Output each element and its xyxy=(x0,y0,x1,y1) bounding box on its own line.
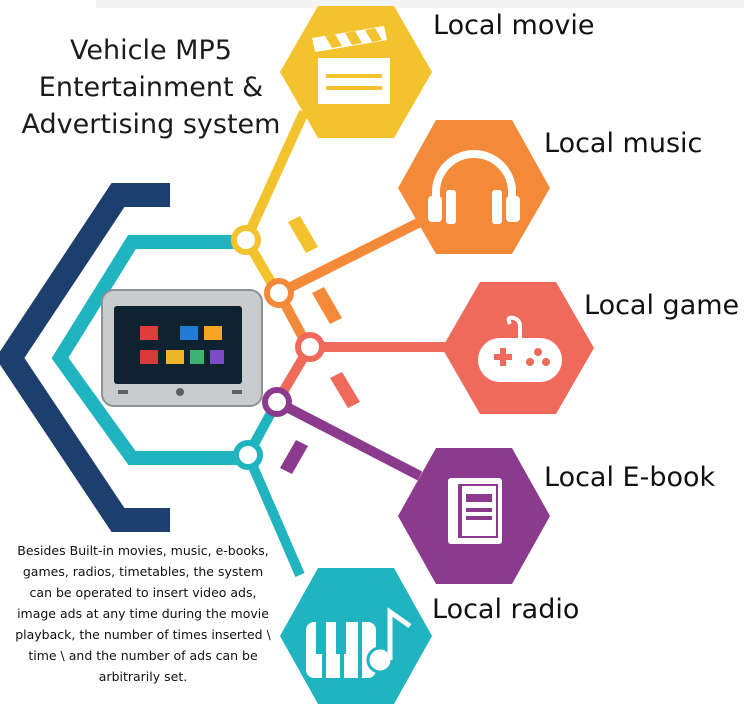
book-icon xyxy=(448,478,502,544)
label-local-radio: Local radio xyxy=(432,594,580,625)
device-tile-timetable xyxy=(190,350,204,364)
navy-chevron xyxy=(0,183,170,532)
connector-radio xyxy=(243,453,305,577)
node-music xyxy=(264,278,294,308)
description-text: Besides Built-in movies, music, e-books,… xyxy=(15,543,271,684)
connector-music xyxy=(276,217,423,298)
title-line-2: Entertainment & xyxy=(38,72,264,103)
node-radio xyxy=(233,440,263,470)
accent-block-orange xyxy=(312,287,342,324)
device-tile-ebook xyxy=(204,326,222,340)
headphones-icon xyxy=(428,150,520,224)
gamepad-icon xyxy=(478,315,562,382)
accent-block-red xyxy=(330,372,360,408)
title-line-1: Vehicle MP5 xyxy=(70,35,232,66)
label-local-ebook: Local E-book xyxy=(544,462,716,493)
device-tile-game xyxy=(140,350,158,364)
label-local-music: Local music xyxy=(544,128,703,159)
device-tile-set xyxy=(210,350,224,364)
device-tile-radio xyxy=(166,350,184,364)
device-tile-music xyxy=(180,326,198,340)
mp5-device xyxy=(101,289,263,407)
clapperboard-icon xyxy=(312,26,390,104)
title-line-3: Advertising system xyxy=(21,109,281,140)
node-ebook xyxy=(262,387,292,417)
connector-movie xyxy=(241,109,309,243)
top-strip xyxy=(96,0,744,8)
accent-block-yellow xyxy=(288,216,318,253)
accent-block-purple xyxy=(280,440,308,474)
label-local-game: Local game xyxy=(584,290,740,321)
node-game xyxy=(295,332,325,362)
node-movie xyxy=(231,225,261,255)
music-note-icon xyxy=(306,607,412,678)
hexagon-music xyxy=(398,120,550,254)
device-tile-movie xyxy=(140,326,158,340)
connector-ebook xyxy=(274,397,423,481)
page-title: Vehicle MP5 Entertainment & Advertising … xyxy=(20,32,282,143)
teal-chevron xyxy=(51,235,244,465)
label-local-movie: Local movie xyxy=(433,10,595,41)
